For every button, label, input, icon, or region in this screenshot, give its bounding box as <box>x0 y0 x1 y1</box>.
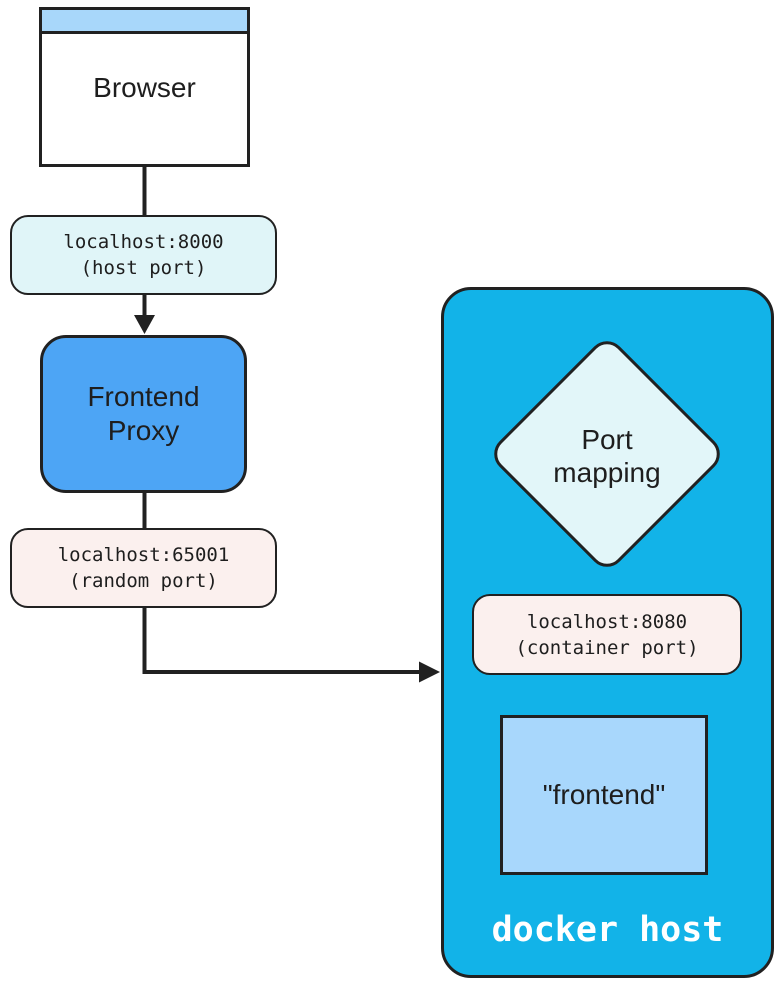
random-port-line1: localhost:65001 <box>57 544 230 566</box>
browser-body: Browser <box>42 34 247 164</box>
browser-title: Browser <box>93 71 196 103</box>
frontend-proxy-node: Frontend Proxy <box>40 335 247 493</box>
port-mapping-line1: Port <box>581 424 633 455</box>
random-port-line2: (random port) <box>69 570 218 592</box>
host-port-badge: localhost:8000 (host port) <box>10 215 277 295</box>
host-port-line2: (host port) <box>80 257 207 279</box>
connector-randomport-to-dockerhost <box>142 606 421 674</box>
browser-node: Browser <box>39 7 250 167</box>
container-port-line2: (container port) <box>515 636 699 659</box>
frontend-proxy-line1: Frontend <box>87 381 200 412</box>
docker-host-container: Port mapping localhost:8080 (container p… <box>441 287 774 978</box>
arrowhead-into-proxy <box>134 315 155 334</box>
container-port-badge: localhost:8080 (container port) <box>472 594 742 675</box>
random-port-badge: localhost:65001 (random port) <box>10 528 277 608</box>
container-port-line1: localhost:8080 <box>526 610 688 633</box>
browser-titlebar <box>42 10 247 34</box>
docker-host-caption: docker host <box>491 910 724 950</box>
host-port-line1: localhost:8000 <box>63 231 224 253</box>
port-mapping-line2: mapping <box>553 457 661 488</box>
arrowhead-into-dockerhost <box>419 661 440 683</box>
frontend-proxy-line2: Proxy <box>107 415 180 446</box>
port-mapping-label: Port mapping <box>507 423 707 489</box>
frontend-container-label: "frontend" <box>542 779 666 810</box>
frontend-container-node: "frontend" <box>500 715 708 875</box>
